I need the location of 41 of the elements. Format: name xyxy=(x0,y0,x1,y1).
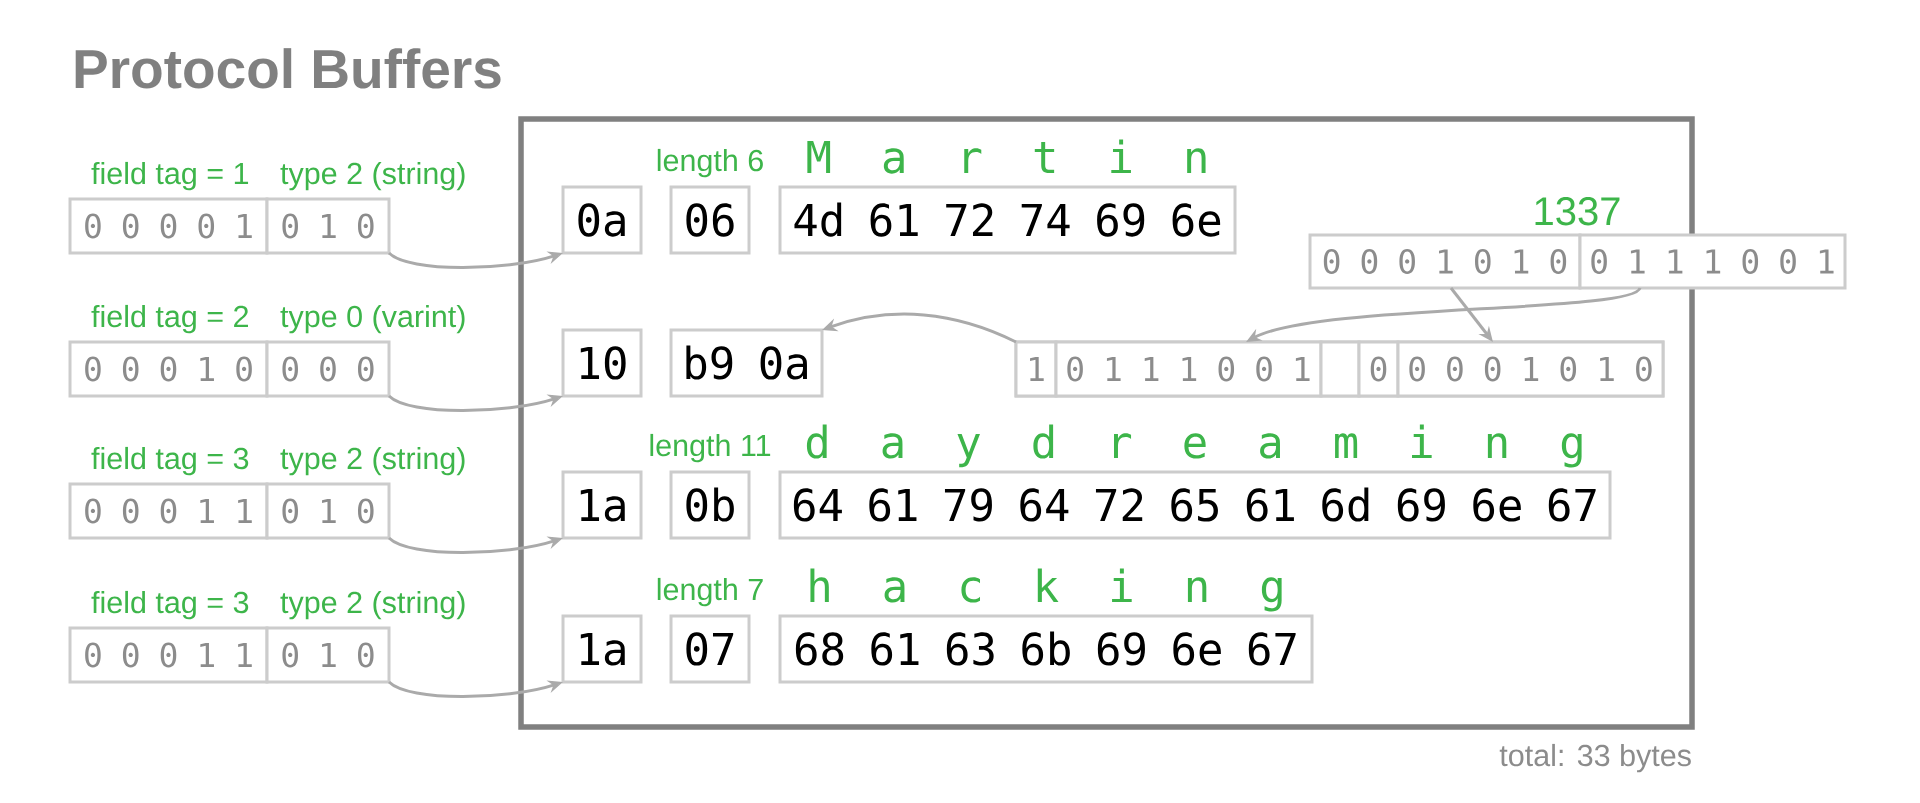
bit-field: 0 xyxy=(1357,340,1400,398)
hex-bytes-box: 68 61 63 6b 69 6e 67 xyxy=(778,614,1314,684)
bit-field: 0 0 0 xyxy=(265,340,391,398)
length-label: length 7 xyxy=(657,577,763,607)
bit-field: 0 1 0 xyxy=(265,482,391,540)
character-label: h a c k i n g xyxy=(810,568,1282,612)
bit-field: 1 xyxy=(1014,340,1058,398)
hex-byte-box: 0b xyxy=(669,470,751,540)
hex-byte-box: 07 xyxy=(669,614,751,684)
field-label: field tag = 3 xyxy=(91,446,249,476)
hex-byte-box: 1a xyxy=(561,614,643,684)
title: Protocol Buffers xyxy=(75,48,501,89)
hex-bytes-box: 64 61 79 64 72 65 61 6d 69 6e 67 xyxy=(778,470,1612,540)
hex-byte-box: 1a xyxy=(561,470,643,540)
hex-byte-box: 10 xyxy=(561,328,643,398)
field-label: type 2 (string) xyxy=(280,161,465,191)
length-label: length 11 xyxy=(650,433,771,463)
field-label: type 2 (string) xyxy=(280,590,465,620)
field-label: field tag = 2 xyxy=(91,304,248,334)
total-label: total: 33 bytes xyxy=(1499,743,1691,773)
bit-field: 0 0 0 1 1 xyxy=(68,626,269,684)
bit-field: 0 1 0 xyxy=(265,626,391,684)
field-label: field tag = 1 xyxy=(91,161,249,191)
bit-field: 0 0 0 1 0 1 0 xyxy=(1308,233,1582,290)
length-label: length 6 xyxy=(657,148,763,178)
empty-cell xyxy=(1319,340,1361,398)
field-label: field tag = 3 xyxy=(91,590,249,620)
character-label: M a r t i n xyxy=(807,139,1206,174)
character-label: d a y d r e a m i n g xyxy=(806,424,1582,468)
field-label: type 0 (varint) xyxy=(280,304,465,334)
hex-bytes-box: 4d 61 72 74 69 6e xyxy=(778,185,1237,255)
bit-field: 0 0 0 0 1 xyxy=(68,197,269,255)
hex-bytes-box: b9 0a xyxy=(669,328,824,398)
bit-field: 0 1 0 xyxy=(265,197,391,255)
hex-byte-box: 0a xyxy=(561,185,643,255)
field-label: type 2 (string) xyxy=(280,446,465,476)
bit-field: 0 0 0 1 0 xyxy=(68,340,269,398)
bit-field: 0 0 0 1 1 xyxy=(68,482,269,540)
bit-field: 0 1 1 1 0 0 1 xyxy=(1578,233,1847,290)
number-label: 1337 xyxy=(1535,197,1620,226)
hex-byte-box: 06 xyxy=(669,185,751,255)
